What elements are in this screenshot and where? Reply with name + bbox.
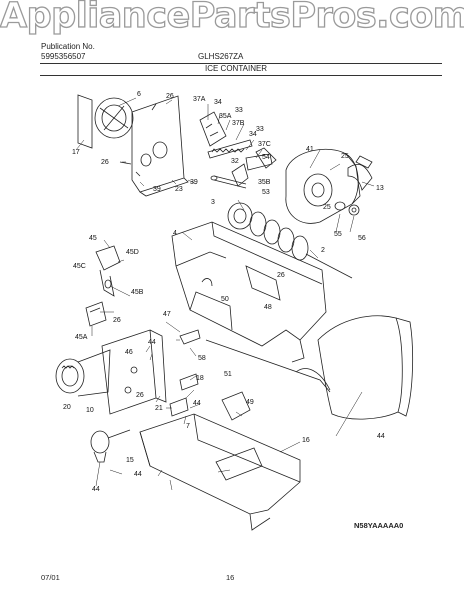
leader-lines	[75, 97, 375, 491]
ice-door-13	[347, 155, 373, 191]
control-housing-20	[101, 329, 167, 415]
callout: 4	[173, 230, 177, 237]
page-number: 16	[226, 573, 235, 582]
callout: 37C	[258, 141, 271, 148]
footer-date: 07/01	[41, 573, 60, 582]
lamp-15	[90, 429, 131, 463]
callout: 26	[113, 317, 121, 324]
callout: 44	[377, 433, 385, 440]
ice-container-4	[171, 221, 327, 363]
switches-rod-46	[169, 329, 331, 417]
callout: 7	[186, 423, 190, 430]
callout: 45D	[126, 249, 139, 256]
callout: 44	[92, 486, 100, 493]
callout-labels: 6 26 37A 34 33 35A 37B 33 34 37C 17 26 3…	[63, 91, 385, 493]
callout: 21	[155, 405, 163, 412]
callout: 26	[166, 93, 174, 100]
callout: 45A	[75, 334, 88, 341]
callout: 39	[190, 179, 198, 186]
callout: 45	[89, 235, 97, 242]
callout: 35B	[258, 179, 271, 186]
callout: 25	[341, 153, 349, 160]
model-number: GLHS267ZA	[198, 52, 244, 61]
callout: 18	[196, 375, 204, 382]
bracket-44	[221, 391, 251, 421]
callout: 26	[101, 159, 109, 166]
callout: 44	[193, 400, 201, 407]
callout: 3	[211, 199, 215, 206]
section-title: ICE CONTAINER	[205, 64, 268, 73]
callout: 49	[246, 399, 254, 406]
callout: 15	[126, 457, 134, 464]
callout: 46	[125, 349, 133, 356]
auger-motor-bracket	[77, 94, 189, 197]
callout: 44	[148, 339, 156, 346]
callout: 25	[323, 204, 331, 211]
callout: 20	[63, 404, 71, 411]
callout: 6	[137, 91, 141, 98]
callout: 39	[153, 186, 161, 193]
callout: 53	[262, 189, 270, 196]
callout: 37A	[193, 96, 206, 103]
publication-label: Publication No.	[41, 42, 95, 51]
callout: 2	[321, 247, 325, 254]
callout: 33	[235, 107, 243, 114]
front-cover-7	[317, 315, 414, 420]
callout: 26	[136, 392, 144, 399]
header-rule-bottom	[40, 75, 442, 76]
screws-26	[119, 103, 157, 177]
callout: 48	[264, 304, 272, 311]
lower-housing-49	[139, 413, 301, 531]
publication-number: 5995356507	[41, 52, 86, 61]
solenoid-45	[85, 245, 121, 327]
callout: 17	[72, 149, 80, 156]
callout: 47	[163, 311, 171, 318]
callout: 51	[224, 371, 232, 378]
callout: 45C	[73, 263, 86, 270]
callout: 41	[306, 146, 314, 153]
callout: 32	[231, 158, 239, 165]
callout: 34	[249, 131, 257, 138]
callout: 13	[376, 185, 384, 192]
callout: 37B	[232, 120, 245, 127]
callout: 35A	[219, 113, 232, 120]
callout: 58	[198, 355, 206, 362]
callout: 26	[277, 272, 285, 279]
callout: 23	[175, 186, 183, 193]
callout: 56	[358, 235, 366, 242]
diagram-code: N58YAAAAA0	[354, 521, 404, 530]
callout: 45B	[131, 289, 144, 296]
callout: 50	[221, 296, 229, 303]
callout: 33	[256, 126, 264, 133]
washers-55-56	[334, 201, 360, 216]
callout: 54	[262, 154, 270, 161]
callout: 55	[334, 231, 342, 238]
header-rule-top	[40, 63, 442, 64]
callout: 16	[302, 437, 310, 444]
motor-18	[55, 349, 111, 397]
callout: 10	[86, 407, 94, 414]
callout: 34	[214, 99, 222, 106]
outlet-housing-41	[285, 148, 361, 224]
callout: 44	[134, 471, 142, 478]
watermark: AppliancePartsPros.com	[0, 0, 464, 37]
shaft-53	[210, 175, 247, 189]
